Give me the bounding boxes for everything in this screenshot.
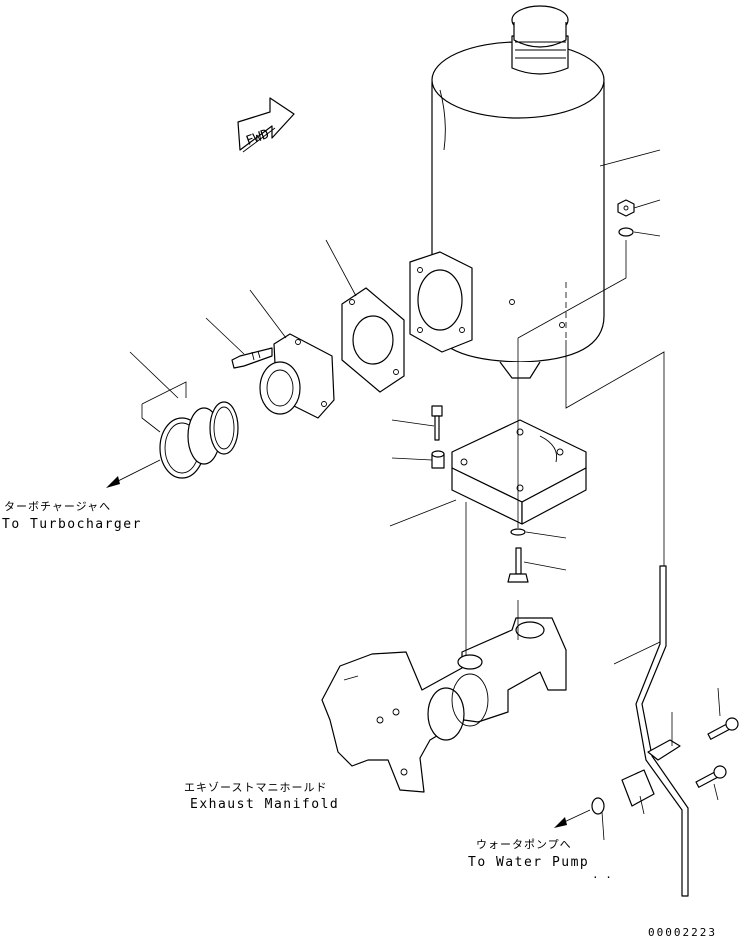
mounting-bracket xyxy=(451,419,587,525)
arrow-to-turbocharger-icon xyxy=(106,459,161,488)
washer-upper xyxy=(618,227,634,237)
muffler xyxy=(431,5,605,379)
muffler-inlet-flange xyxy=(409,251,473,353)
stray-marks: . . xyxy=(592,868,612,881)
spacer xyxy=(431,450,445,469)
clamp-rings xyxy=(141,381,239,479)
bolt-right-lower xyxy=(695,765,727,788)
water-pump-label-jp: ウォータポンプへ xyxy=(476,838,572,851)
exhaust-manifold-label-jp: エキゾーストマニホールド xyxy=(184,781,327,794)
drawing-code: 00002223 xyxy=(648,926,717,939)
bolt-bottom xyxy=(507,547,529,583)
nut-lower xyxy=(591,797,605,815)
bolt-right-upper xyxy=(707,717,739,740)
leader-lines xyxy=(129,149,721,841)
exhaust-manifold xyxy=(321,617,567,793)
water-pump-label: To Water Pump xyxy=(468,855,589,870)
exhaust-manifold-label: Exhaust Manifold xyxy=(190,797,339,812)
turbocharger-label-jp: ターボチャージャへ xyxy=(4,500,111,513)
fwd-arrow-icon: FWD xyxy=(237,97,295,153)
bolt-left xyxy=(231,347,273,369)
nut xyxy=(617,199,635,217)
gasket xyxy=(341,287,405,393)
alignment-lines xyxy=(465,240,665,656)
elbow-connector xyxy=(259,333,335,419)
washer xyxy=(510,528,526,536)
turbocharger-label: To Turbocharger xyxy=(2,517,142,532)
bolt-vertical xyxy=(431,405,443,441)
pipe-clamp-lower xyxy=(621,769,655,807)
water-pipe xyxy=(635,565,689,897)
arrow-to-water-pump-icon xyxy=(554,809,591,828)
